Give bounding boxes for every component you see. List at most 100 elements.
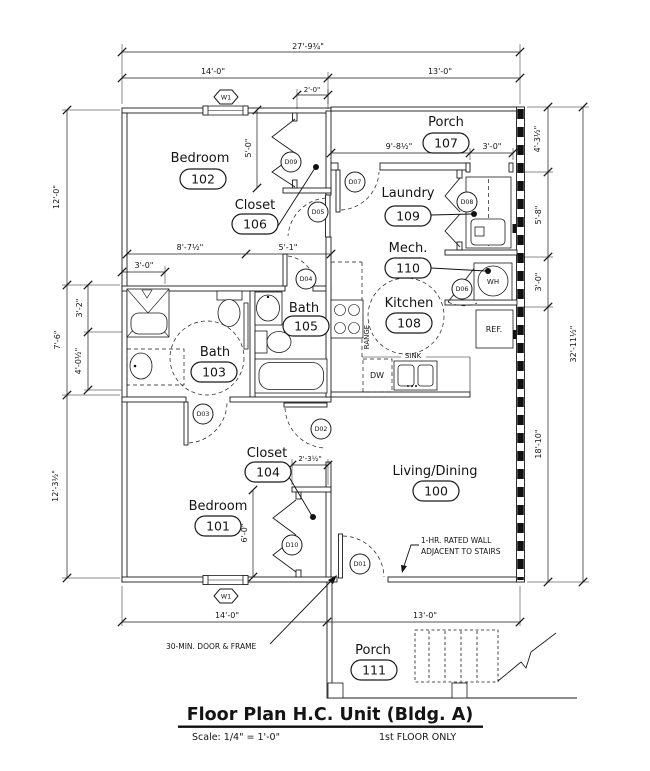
- svg-text:D07: D07: [349, 179, 362, 186]
- door-tag-d08: D08: [456, 191, 478, 213]
- dim-shower-width: 3'-0": [135, 261, 154, 270]
- room-label-living100: Living/Dining 100: [393, 464, 478, 502]
- svg-text:Laundry: Laundry: [382, 186, 435, 201]
- svg-text:Porch: Porch: [428, 115, 464, 130]
- dim-left-bedroom101: 12'-3½": [51, 470, 60, 502]
- dim-left-bath: 7'-6": [53, 331, 62, 350]
- annotations: 1-HR. RATED WALL ADJACENT TO STAIRS 30-M…: [166, 536, 501, 651]
- svg-text:D10: D10: [286, 542, 299, 549]
- svg-text:Closet: Closet: [235, 198, 276, 213]
- window-tags: W1 W1: [213, 89, 239, 604]
- room-label-mech110: Mech. 110: [384, 241, 491, 279]
- fixtures: RANGE DW SINK WH REF.: [126, 176, 514, 398]
- grab-bar: [243, 302, 249, 350]
- room-label-bath105: Bath 105: [282, 301, 330, 337]
- refrigerator: REF.: [475, 309, 514, 349]
- porch-111-structure: [326, 581, 577, 699]
- room-label-bedroom102: Bedroom 102: [171, 151, 230, 190]
- svg-text:Kitchen: Kitchen: [385, 296, 434, 311]
- svg-text:ADJACENT TO STAIRS: ADJACENT TO STAIRS: [421, 547, 501, 556]
- svg-text:101: 101: [206, 519, 230, 534]
- svg-text:D09: D09: [285, 159, 298, 166]
- svg-text:107: 107: [434, 136, 458, 151]
- svg-text:Porch: Porch: [355, 643, 391, 658]
- room-label-porch111: Porch 111: [350, 643, 398, 681]
- fire-rated-wall: [512, 106, 525, 583]
- window-tag-top: W1: [213, 89, 239, 105]
- door-tag-d01: D01: [349, 553, 371, 575]
- bathtub-105: [254, 358, 328, 394]
- dim-right-porch: 4'-3½": [533, 126, 542, 153]
- break-line: [497, 632, 557, 682]
- svg-text:104: 104: [256, 465, 280, 480]
- door-d08-bifold: [444, 177, 461, 248]
- svg-text:100: 100: [424, 484, 448, 499]
- room-label-closet106: Closet 106: [231, 164, 319, 235]
- room-label-kitchen108: Kitchen 108: [385, 296, 434, 334]
- range-label: RANGE: [363, 325, 371, 349]
- door-tag-d09: D09: [280, 151, 302, 173]
- toilet-105: [254, 330, 292, 354]
- title-underline: [178, 725, 483, 728]
- svg-text:Bedroom: Bedroom: [171, 151, 230, 166]
- svg-text:Bath: Bath: [289, 301, 319, 316]
- svg-text:Living/Dining: Living/Dining: [393, 464, 478, 479]
- water-heater-label: WH: [487, 278, 499, 286]
- drawing-title: Floor Plan H.C. Unit (Bldg. A): [187, 705, 474, 725]
- dim-overall-width: 27'-9¾": [292, 42, 324, 51]
- svg-text:1-HR. RATED WALL: 1-HR. RATED WALL: [421, 536, 492, 545]
- svg-text:D03: D03: [197, 411, 210, 418]
- dimension-lines: [62, 44, 589, 627]
- floor-note: 1st FLOOR ONLY: [379, 732, 456, 743]
- range: RANGE: [330, 299, 371, 349]
- windows: [202, 105, 249, 585]
- dim-right-living: 18'-10": [534, 429, 543, 458]
- svg-text:102: 102: [191, 172, 215, 187]
- water-heater: WH: [473, 262, 513, 301]
- dim-bottom-left: 14'-0": [215, 611, 239, 620]
- dim-bottom-right: 13'-0": [413, 611, 437, 620]
- dim-left-bedroom102: 12'-0": [52, 185, 61, 209]
- svg-text:110: 110: [396, 261, 420, 276]
- vanity-105: [254, 291, 283, 326]
- door-tag-d06: D06: [451, 278, 473, 300]
- door-tag-d05: D05: [307, 201, 329, 223]
- dim-hall-right: 5'-1": [279, 243, 298, 252]
- svg-text:109: 109: [396, 209, 420, 224]
- door-d07: [335, 169, 380, 213]
- door-tag-d10: D10: [281, 534, 303, 556]
- door-d03: [183, 401, 228, 446]
- stairs: [414, 629, 557, 683]
- title-block: Floor Plan H.C. Unit (Bldg. A) Scale: 1/…: [178, 705, 483, 743]
- sink-label: SINK: [405, 352, 422, 360]
- svg-text:Closet: Closet: [247, 446, 288, 461]
- door-frame-note: 30-MIN. DOOR & FRAME: [166, 575, 337, 651]
- dim-top-left: 14'-0": [201, 67, 225, 76]
- door-d02: [283, 402, 328, 449]
- door-tag-d02: D02: [310, 418, 332, 440]
- window-tag-bottom: W1: [213, 588, 239, 604]
- room-label-bedroom101: Bedroom 101: [189, 499, 248, 537]
- svg-text:Mech.: Mech.: [389, 241, 428, 256]
- dim-porch107-opening: 3'-0": [483, 142, 502, 151]
- scale-note: Scale: 1/4" = 1'-0": [192, 732, 280, 743]
- window-top: [202, 105, 249, 116]
- dim-right-laundry: 5'-8": [534, 206, 543, 225]
- lavatory-103: [126, 348, 185, 386]
- svg-text:108: 108: [397, 316, 421, 331]
- svg-text:Bath: Bath: [200, 345, 230, 360]
- svg-text:D06: D06: [456, 286, 469, 293]
- dim-porch107-wall: 9'-8½": [386, 142, 413, 151]
- dishwasher: DW: [362, 358, 393, 393]
- kitchen-sink: SINK: [393, 351, 438, 391]
- svg-text:105: 105: [294, 319, 318, 334]
- room-label-closet104: Closet 104: [244, 446, 316, 520]
- svg-text:Bedroom: Bedroom: [189, 499, 248, 514]
- turning-circle-103: [169, 320, 245, 396]
- svg-text:30-MIN. DOOR & FRAME: 30-MIN. DOOR & FRAME: [166, 642, 257, 651]
- room-label-porch107: Porch 107: [422, 115, 470, 154]
- dim-closet106-depth: 2'-0": [304, 86, 321, 94]
- dim-hall-left: 8'-7½": [177, 243, 204, 252]
- shower-hc: [126, 288, 170, 338]
